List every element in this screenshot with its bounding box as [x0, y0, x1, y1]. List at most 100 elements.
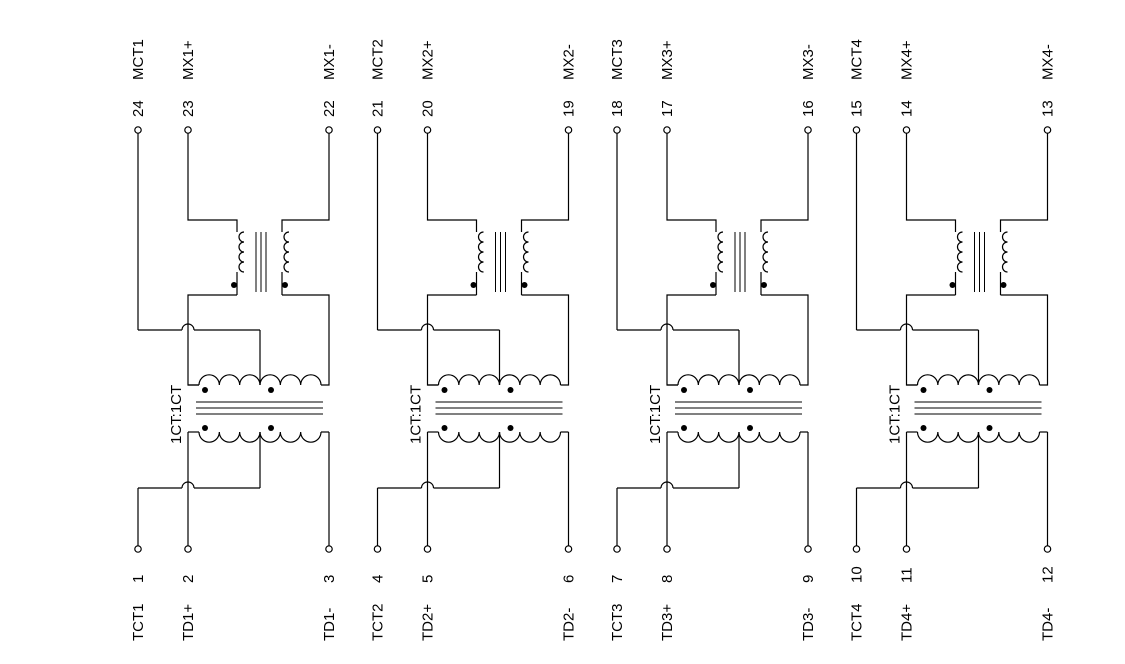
pin-number-label: 20	[420, 100, 437, 117]
polarity-dot	[268, 425, 274, 431]
wire-mx-plus	[905, 131, 957, 232]
pin-name-label: MCT4	[849, 39, 866, 80]
pin-name-label: TD3-	[800, 608, 817, 641]
wire-mx-minus	[999, 131, 1049, 232]
pin-number-label: 1	[130, 575, 147, 583]
wire-mx-minus	[281, 131, 330, 232]
polarity-dot	[747, 387, 753, 393]
transformer-coil-bottom-right	[738, 431, 801, 443]
polarity-dot	[681, 425, 687, 431]
transformer-coil-top-right	[738, 374, 801, 386]
polarity-dot	[202, 425, 208, 431]
pin-4	[373, 545, 382, 553]
wire-mx-minus	[282, 294, 330, 386]
pin-6	[564, 545, 573, 553]
polarity-dot	[231, 282, 237, 288]
transformer-coil-top-right	[259, 374, 322, 386]
transformer-coil-top-left	[916, 374, 980, 386]
polarity-dot	[202, 387, 208, 393]
pin-name-label: MX2-	[561, 44, 578, 80]
pin-number-label: 14	[899, 100, 916, 117]
pin-name-label: TD2-	[561, 608, 578, 641]
pin-13	[1043, 126, 1052, 134]
transformer-coil-bottom-left	[198, 431, 261, 443]
transformer-coil-bottom-right	[498, 431, 562, 443]
pin-24	[134, 126, 142, 134]
pin-number-label: 6	[561, 575, 578, 583]
pin-15	[852, 126, 861, 134]
choke-coil-left	[477, 231, 484, 273]
pin-11	[902, 545, 911, 553]
pin-name-label: TCT3	[609, 604, 626, 642]
pin-14	[902, 126, 911, 134]
wire-mx-minus	[521, 294, 570, 386]
choke-coil-right	[1001, 231, 1008, 273]
wire-mx-minus	[520, 131, 570, 232]
pin-22	[325, 126, 333, 134]
polarity-dot	[920, 425, 927, 431]
pin-7	[613, 545, 621, 553]
pin-name-label: MX3+	[659, 40, 676, 80]
channel-4: 1CT:1CT15MCT414MX4+13MX4-10TCT411TD4+12T…	[849, 39, 1057, 641]
wire-mx-plus	[187, 131, 238, 232]
pin-number-label: 17	[659, 100, 676, 117]
pin-20	[423, 126, 432, 134]
pin-16	[804, 126, 812, 134]
pin-17	[663, 126, 671, 134]
pin-number-label: 7	[609, 575, 626, 583]
pin-3	[325, 545, 333, 553]
choke-coil-right	[283, 231, 290, 273]
polarity-dot	[949, 282, 956, 288]
polarity-dot	[507, 425, 514, 431]
crossover-bottom	[899, 481, 914, 489]
transformer-coil-top-right	[498, 374, 562, 386]
pin-number-label: 16	[800, 100, 817, 117]
polarity-dot	[1000, 282, 1007, 288]
pin-name-label: MX4-	[1040, 44, 1057, 80]
choke-coil-right	[522, 231, 529, 273]
pin-2	[184, 545, 192, 553]
pin-number-label: 11	[899, 567, 916, 583]
pin-number-label: 13	[1040, 100, 1057, 117]
polarity-dot	[521, 282, 528, 288]
pin-name-label: MCT1	[130, 39, 147, 80]
pin-name-label: TD2+	[420, 604, 437, 641]
pin-number-label: 10	[849, 566, 866, 583]
transformer-coil-bottom-right	[977, 431, 1041, 443]
pin-10	[852, 545, 861, 553]
transformer-coil-bottom-left	[437, 431, 501, 443]
pin-name-label: MCT2	[370, 39, 387, 80]
pin-number-label: 19	[561, 100, 578, 117]
pin-number-label: 15	[849, 100, 866, 117]
polarity-dot	[710, 282, 716, 288]
wire-mx-plus	[666, 131, 717, 232]
polarity-dot	[761, 282, 767, 288]
pin-number-label: 8	[659, 575, 676, 583]
wire-mx-plus	[666, 294, 716, 386]
polarity-dot	[507, 387, 514, 393]
polarity-dot	[470, 282, 477, 288]
pin-number-label: 18	[609, 100, 626, 117]
transformer-ratio-label: 1CT:1CT	[887, 385, 904, 444]
transformer-ratio-label: 1CT:1CT	[647, 385, 664, 444]
pin-8	[663, 545, 671, 553]
pin-name-label: TD1-	[321, 608, 338, 641]
wire-mx-minus	[760, 131, 809, 232]
pin-21	[373, 126, 382, 134]
pin-number-label: 2	[180, 575, 197, 583]
wire-mx-plus	[187, 294, 237, 386]
pin-number-label: 23	[180, 100, 197, 117]
pin-number-label: 5	[420, 575, 437, 583]
choke-coil-left	[956, 231, 963, 273]
wire-mx-plus	[905, 294, 956, 386]
pin-name-label: TCT1	[130, 604, 147, 642]
transformer-coil-bottom-right	[259, 431, 322, 443]
pin-23	[184, 126, 192, 134]
pin-9	[804, 545, 812, 553]
transformer-coil-top-left	[437, 374, 501, 386]
choke-coil-right	[762, 231, 769, 273]
transformer-coil-top-left	[677, 374, 740, 386]
polarity-dot	[986, 387, 993, 393]
